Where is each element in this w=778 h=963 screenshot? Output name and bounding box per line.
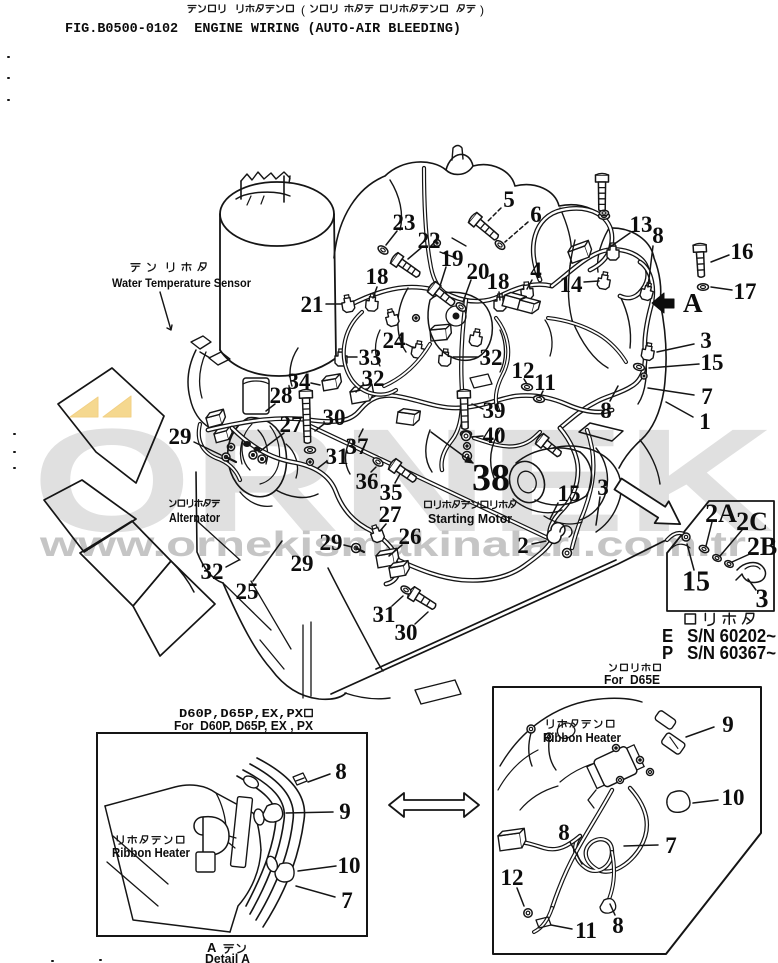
svg-text:18: 18 bbox=[487, 269, 510, 294]
svg-text:34: 34 bbox=[288, 369, 312, 394]
svg-text:19: 19 bbox=[441, 246, 464, 271]
svg-text:E S/N 60202~: E S/N 60202~ bbox=[662, 626, 776, 646]
svg-text:8: 8 bbox=[558, 820, 570, 845]
svg-text:32: 32 bbox=[201, 559, 224, 584]
svg-text:ORNEK: ORNEK bbox=[32, 399, 774, 563]
svg-text:39: 39 bbox=[483, 398, 506, 423]
svg-text:25: 25 bbox=[236, 579, 259, 604]
svg-text:4: 4 bbox=[530, 258, 542, 283]
svg-text:13: 13 bbox=[630, 212, 653, 237]
svg-text:35: 35 bbox=[380, 480, 403, 505]
svg-text:9: 9 bbox=[339, 799, 351, 824]
svg-text:20: 20 bbox=[467, 259, 490, 284]
svg-text:2B: 2B bbox=[747, 532, 777, 561]
svg-text:37: 37 bbox=[346, 434, 369, 459]
svg-text:10: 10 bbox=[722, 785, 745, 810]
svg-text:12: 12 bbox=[501, 865, 524, 890]
svg-text:31: 31 bbox=[326, 444, 349, 469]
svg-text:6: 6 bbox=[530, 202, 542, 227]
svg-text:A: A bbox=[683, 288, 703, 318]
svg-text:3: 3 bbox=[756, 584, 769, 613]
svg-text:22: 22 bbox=[418, 228, 441, 253]
svg-text:For D65E: For D65E bbox=[604, 672, 660, 687]
svg-text:33: 33 bbox=[359, 345, 382, 370]
svg-text:3: 3 bbox=[597, 475, 609, 500]
svg-text:A: A bbox=[207, 940, 217, 955]
svg-text:Water Temperature Sensor: Water Temperature Sensor bbox=[112, 276, 251, 290]
svg-text:29: 29 bbox=[291, 551, 314, 576]
svg-text:D60P,D65P,EX,PX: D60P,D65P,EX,PX bbox=[179, 708, 303, 721]
svg-text:16: 16 bbox=[731, 239, 754, 264]
svg-text:7: 7 bbox=[341, 888, 353, 913]
svg-text:2: 2 bbox=[517, 533, 529, 558]
svg-text:29: 29 bbox=[320, 530, 343, 555]
svg-text:38: 38 bbox=[472, 457, 510, 499]
svg-text:7: 7 bbox=[665, 833, 677, 858]
svg-text:3: 3 bbox=[700, 328, 712, 353]
svg-text:Alternator: Alternator bbox=[169, 511, 220, 525]
svg-text:32: 32 bbox=[362, 366, 385, 391]
svg-text:8: 8 bbox=[652, 223, 664, 248]
svg-text:36: 36 bbox=[356, 469, 379, 494]
svg-text:10: 10 bbox=[338, 853, 361, 878]
svg-text:8: 8 bbox=[600, 398, 612, 423]
svg-text:): ) bbox=[480, 3, 484, 17]
svg-text:Ribbon Heater: Ribbon Heater bbox=[543, 731, 621, 745]
svg-text:30: 30 bbox=[395, 620, 418, 645]
svg-text:9: 9 bbox=[722, 712, 734, 737]
svg-text:18: 18 bbox=[366, 264, 389, 289]
svg-text:5: 5 bbox=[503, 187, 515, 212]
svg-text:28: 28 bbox=[270, 383, 293, 408]
svg-text:Ribbon Heater: Ribbon Heater bbox=[112, 846, 190, 860]
svg-text:40: 40 bbox=[483, 423, 506, 448]
svg-text:30: 30 bbox=[323, 405, 346, 430]
svg-text:11: 11 bbox=[575, 918, 597, 943]
svg-text:29: 29 bbox=[169, 424, 192, 449]
svg-text:27: 27 bbox=[379, 502, 402, 527]
svg-text:12: 12 bbox=[512, 358, 535, 383]
svg-text:11: 11 bbox=[534, 370, 556, 395]
svg-text:23: 23 bbox=[393, 210, 416, 235]
svg-text:P S/N 60367~: P S/N 60367~ bbox=[662, 643, 776, 663]
svg-text:Starting Motor: Starting Motor bbox=[428, 512, 512, 526]
svg-text:15: 15 bbox=[558, 481, 581, 506]
svg-text:FIG.B0500-0102 ENGINE WIRING: FIG.B0500-0102 ENGINE WIRING (AUTO-AIR B… bbox=[65, 21, 461, 37]
svg-text:31: 31 bbox=[373, 602, 396, 627]
svg-text:26: 26 bbox=[399, 524, 422, 549]
svg-text:32: 32 bbox=[480, 345, 503, 370]
svg-text:21: 21 bbox=[301, 292, 324, 317]
svg-text:1: 1 bbox=[699, 409, 711, 434]
svg-text:27: 27 bbox=[280, 412, 303, 437]
svg-text:For D60P, D65P, EX , PX: For D60P, D65P, EX , PX bbox=[174, 718, 313, 733]
svg-text:15: 15 bbox=[701, 350, 724, 375]
svg-text:15: 15 bbox=[682, 567, 710, 598]
svg-text:14: 14 bbox=[560, 272, 584, 297]
svg-text:(: ( bbox=[301, 3, 305, 17]
svg-text:Detail A: Detail A bbox=[205, 952, 250, 963]
svg-text:2A: 2A bbox=[705, 499, 737, 528]
svg-text:8: 8 bbox=[612, 913, 624, 938]
svg-text:7: 7 bbox=[701, 384, 713, 409]
svg-text:17: 17 bbox=[734, 279, 757, 304]
svg-text:24: 24 bbox=[383, 328, 407, 353]
svg-text:8: 8 bbox=[335, 759, 347, 784]
